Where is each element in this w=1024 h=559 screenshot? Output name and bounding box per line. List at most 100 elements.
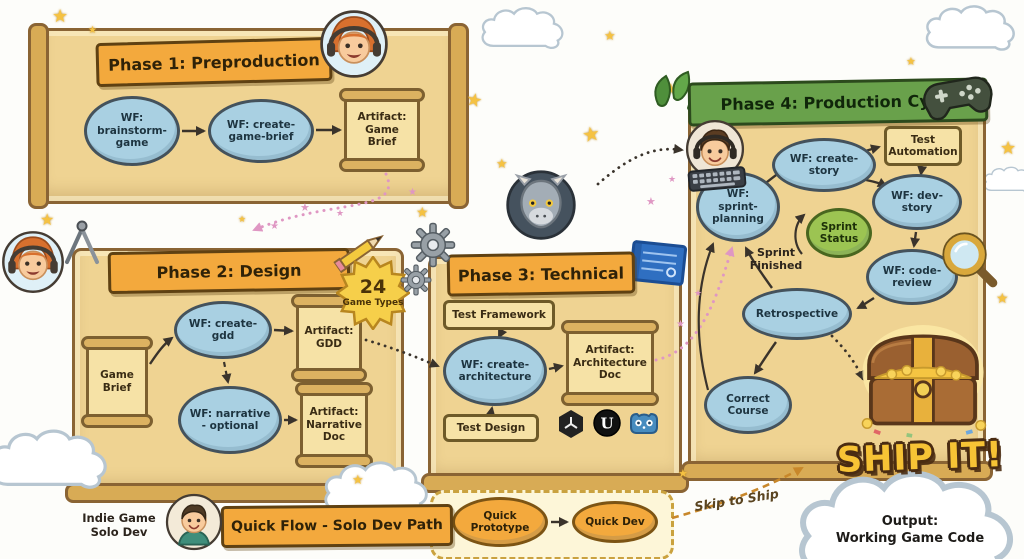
unreal-icon: U xyxy=(592,408,622,438)
sparkle-decoration: ★ xyxy=(408,187,417,198)
node-wf-create-game-brief: WF: create-game-brief xyxy=(208,99,314,163)
sparkle-decoration: ★ xyxy=(694,289,703,299)
node-label: WF: dev-story xyxy=(891,189,943,214)
node-wf-code-review: WF: code-review xyxy=(866,249,958,305)
sparkle-decoration: ★ xyxy=(676,319,685,330)
node-wf-brainstorm-game: WF: brainstorm-game xyxy=(84,96,180,166)
magnifier-icon xyxy=(938,228,1000,290)
star-decoration: ★ xyxy=(580,120,602,148)
sprint-finished-label: Sprint Finished xyxy=(740,246,812,272)
gear-icon xyxy=(400,264,432,296)
star-decoration: ★ xyxy=(352,473,364,488)
sparkle-decoration: ★ xyxy=(646,195,656,208)
node-label: Artifact: GDD xyxy=(304,325,354,350)
node-label: Quick Prototype xyxy=(470,509,530,534)
node-test-framework: Test Framework xyxy=(443,300,555,330)
node-label: WF: create-story xyxy=(789,152,859,177)
skip-to-ship-label: Skip to Ship xyxy=(693,485,784,514)
cloud-decoration xyxy=(922,4,1022,58)
node-wf-create-architecture: WF: create-architecture xyxy=(443,336,547,406)
star-decoration: ★ xyxy=(604,29,616,44)
phase1-banner: Phase 1: Preproduction xyxy=(95,36,333,88)
node-label: Test Design xyxy=(456,421,526,434)
node-test-design: Test Design xyxy=(443,414,539,442)
node-artifact-architecture-doc: Artifact: Architecture Doc xyxy=(561,320,659,406)
sparkle-decoration: ★ xyxy=(668,175,677,185)
node-label: WF: create-architecture xyxy=(458,358,532,383)
node-label: Correct Course xyxy=(726,392,770,417)
node-label: Test Automation xyxy=(888,133,958,158)
cloud-decoration xyxy=(982,166,1024,200)
godot-icon xyxy=(628,408,660,438)
keyboard-icon xyxy=(687,166,747,193)
star-decoration: ★ xyxy=(40,210,55,229)
game-types-badge: 24 Game Types xyxy=(336,256,410,330)
star-decoration: ★ xyxy=(1000,138,1017,159)
ship-it-label: SHIP IT! xyxy=(836,435,1004,481)
node-label: Artifact: Architecture Doc xyxy=(573,344,647,382)
node-label: Artifact: Game Brief xyxy=(357,111,407,149)
node-wf-dev-story: WF: dev-story xyxy=(872,174,962,230)
svg-text:U: U xyxy=(600,415,613,433)
star-decoration: ★ xyxy=(416,205,429,221)
cloud-decoration xyxy=(790,468,1024,559)
node-label: WF: create-gdd xyxy=(188,317,258,342)
phase3-dragon-avatar xyxy=(504,168,578,242)
label-text: Skip to Ship xyxy=(693,485,780,514)
sparkle-decoration: ★ xyxy=(300,201,310,214)
node-label: Game Brief xyxy=(100,369,134,394)
node-artifact-narrative-doc: Artifact: Narrative Doc xyxy=(295,382,373,468)
cloud-decoration xyxy=(320,460,436,520)
label-text: Sprint Finished xyxy=(749,246,803,273)
badge-number: 24 xyxy=(359,276,387,298)
node-quick-dev: Quick Dev xyxy=(572,501,658,543)
node-label: Retrospective xyxy=(755,307,839,320)
sparkle-decoration: ★ xyxy=(336,209,345,219)
ship-it-text: SHIP IT! xyxy=(827,435,1012,481)
node-wf-create-gdd: WF: create-gdd xyxy=(174,301,272,359)
treasure-chest xyxy=(852,314,994,444)
label-text: Indie Game Solo Dev xyxy=(82,511,156,539)
node-correct-course: Correct Course xyxy=(704,376,792,434)
cloud-decoration xyxy=(0,428,116,498)
node-quick-prototype: Quick Prototype xyxy=(452,497,548,547)
star-decoration: ★ xyxy=(88,25,97,36)
quick-flow-title: Quick Flow - Solo Dev Path xyxy=(231,517,443,535)
node-label: WF: create-game-brief xyxy=(226,118,296,143)
node-label: WF: sprint-planning xyxy=(712,188,764,226)
game-controller-icon xyxy=(914,67,1001,128)
phase1-host-avatar xyxy=(318,8,390,80)
star-decoration: ★ xyxy=(678,467,688,480)
node-label: WF: brainstorm-game xyxy=(97,112,167,150)
node-label: Sprint Status xyxy=(819,220,859,245)
star-decoration: ★ xyxy=(464,88,485,113)
phase3-title: Phase 3: Technical xyxy=(457,263,625,285)
output-text-value: Output: Working Game Code xyxy=(835,514,985,546)
drafting-compass-icon xyxy=(56,220,108,266)
node-label: Test Framework xyxy=(452,308,546,321)
star-decoration: ★ xyxy=(238,215,247,225)
node-label: WF: code-review xyxy=(882,264,942,289)
sparkle-decoration: ★ xyxy=(270,221,279,232)
node-input-game-brief: Game Brief xyxy=(81,336,153,428)
phase1-title: Phase 1: Preproduction xyxy=(107,49,321,75)
cloud-decoration xyxy=(478,6,570,56)
phase4-developer-avatar xyxy=(684,118,746,180)
node-label: Artifact: Narrative Doc xyxy=(306,406,362,444)
game-types-badge-text: 24 Game Types xyxy=(343,278,404,308)
blueprint-icon xyxy=(628,237,689,289)
node-label: Quick Dev xyxy=(585,515,645,528)
output-label: Output: Working Game Code xyxy=(830,498,990,547)
phase2-banner: Phase 2: Design xyxy=(107,247,351,295)
star-decoration: ★ xyxy=(996,291,1009,307)
node-sprint-status: Sprint Status xyxy=(806,208,872,258)
badge-label: Game Types xyxy=(342,298,404,308)
node-label: WF: narrative - optional xyxy=(189,407,271,432)
node-wf-narrative-optional: WF: narrative - optional xyxy=(178,386,282,454)
node-test-automation: Test Automation xyxy=(884,126,962,166)
solo-dev-avatar xyxy=(164,492,224,552)
pencil-icon xyxy=(330,224,392,279)
unity-icon xyxy=(556,408,586,440)
node-retrospective: Retrospective xyxy=(742,288,852,340)
star-decoration: ★ xyxy=(906,55,916,68)
